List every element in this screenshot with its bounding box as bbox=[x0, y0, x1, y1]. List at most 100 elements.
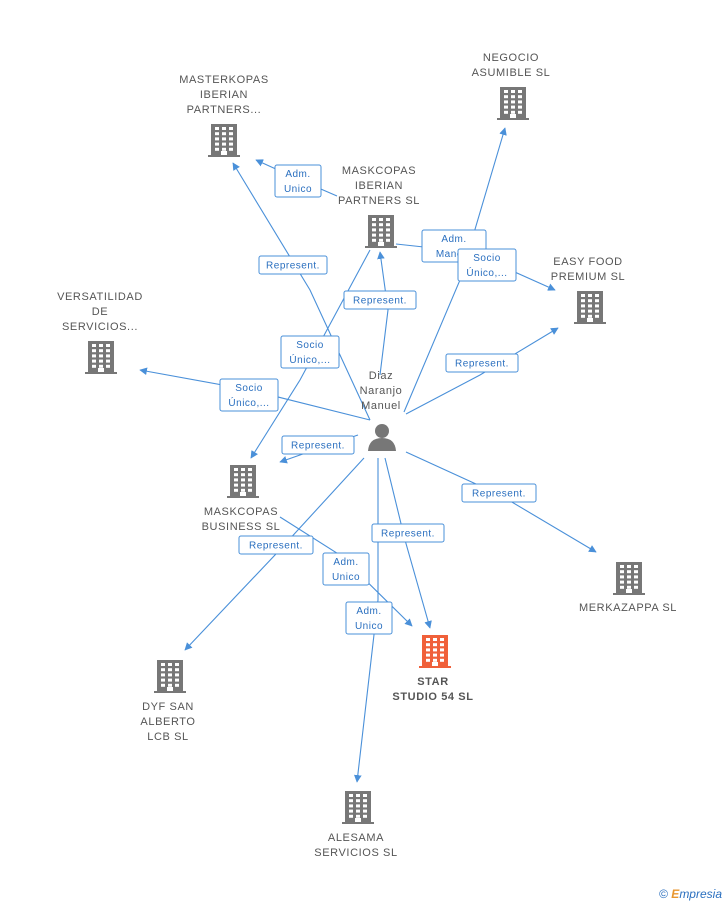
edge-label-rep-maskcopas-iberian[interactable]: Represent. bbox=[343, 290, 417, 310]
company-label-line: ALESAMA bbox=[328, 832, 384, 844]
footer-brand[interactable]: © Empresia bbox=[659, 887, 722, 901]
edge-line bbox=[405, 327, 559, 415]
edge-label-socio-easyfood[interactable]: SocioÚnico,... bbox=[457, 248, 517, 282]
company-label-line: MERKAZAPPA SL bbox=[579, 602, 677, 614]
building-icon[interactable] bbox=[154, 660, 186, 693]
nodes-layer: MASTERKOPAS IBERIAN PARTNERS... NEGOCIO ASUM… bbox=[57, 52, 677, 859]
edge-label-text: Adm. bbox=[285, 169, 310, 180]
edge-label-text: Socio bbox=[235, 383, 263, 394]
edge-label-text: Unico bbox=[284, 184, 312, 195]
edge-label-box bbox=[445, 353, 519, 373]
edge-label-rep-star[interactable]: Represent. bbox=[371, 523, 445, 543]
edge-line bbox=[377, 251, 389, 376]
edge-label-box bbox=[280, 335, 340, 369]
edge-line bbox=[232, 162, 371, 421]
building-icon[interactable] bbox=[497, 87, 529, 120]
edge-label-box bbox=[238, 535, 314, 555]
building-icon[interactable] bbox=[208, 124, 240, 157]
edge-label-text: Socio bbox=[473, 253, 501, 264]
edge-label-socio-versatilidad[interactable]: SocioÚnico,... bbox=[219, 378, 279, 412]
edge-label-box bbox=[219, 378, 279, 412]
edge-label-text: Represent. bbox=[381, 529, 435, 540]
building-icon[interactable] bbox=[613, 562, 645, 595]
edge-label-text: Represent. bbox=[291, 441, 345, 452]
building-icon[interactable] bbox=[85, 341, 117, 374]
edge-label-text: Represent. bbox=[249, 541, 303, 552]
edge-labels-layer: Adm.UnicoRepresent.Adm.Manc...SocioÚnico… bbox=[219, 164, 537, 635]
edge-label-box bbox=[461, 483, 537, 503]
edge-label-text: Único,... bbox=[466, 266, 507, 279]
edge-label-box bbox=[281, 435, 355, 455]
copyright-symbol: © bbox=[659, 887, 668, 901]
edge-label-adm-star-2[interactable]: Adm. Unico bbox=[345, 601, 393, 635]
building-icon[interactable] bbox=[227, 465, 259, 498]
edge-label-text: Represent. bbox=[353, 296, 407, 307]
company-label-line: IBERIAN bbox=[200, 89, 248, 101]
company-label[interactable]: ALESAMA SERVICIOS SL bbox=[314, 832, 397, 859]
building-icon[interactable] bbox=[365, 215, 397, 248]
building-icon[interactable] bbox=[419, 635, 451, 668]
person-name-line: Manuel bbox=[361, 400, 401, 412]
edge-label-text: Unico bbox=[332, 572, 360, 583]
edge-label-text: Represent. bbox=[266, 261, 320, 272]
company-label[interactable]: VERSATILIDAD DE SERVICIOS... bbox=[57, 291, 143, 333]
person-name-line: Naranjo bbox=[360, 385, 403, 397]
building-icon[interactable] bbox=[342, 791, 374, 824]
company-label-line: ALBERTO bbox=[140, 716, 195, 728]
company-label[interactable]: NEGOCIO ASUMIBLE SL bbox=[472, 52, 551, 79]
company-label[interactable]: MASKCOPAS IBERIAN PARTNERS SL bbox=[338, 165, 420, 207]
edge-label-text: Represent. bbox=[472, 489, 526, 500]
edge-label-box bbox=[345, 601, 393, 635]
company-label-line: MASKCOPAS bbox=[342, 165, 416, 177]
company-label-line: MASTERKOPAS bbox=[179, 74, 269, 86]
edge-label-text: Represent. bbox=[455, 359, 509, 370]
edge-label-text: Único,... bbox=[289, 353, 330, 366]
building-icon[interactable] bbox=[574, 291, 606, 324]
company-label-line: STAR bbox=[417, 676, 449, 688]
company-label-line: VERSATILIDAD bbox=[57, 291, 143, 303]
person-icon[interactable] bbox=[368, 424, 396, 451]
edge-line bbox=[184, 457, 365, 651]
company-label-line: SERVICIOS SL bbox=[314, 847, 397, 859]
edge-label-rep-merkazappa[interactable]: Represent. bbox=[461, 483, 537, 503]
edge-label-box bbox=[457, 248, 517, 282]
company-label-line: DYF SAN bbox=[142, 701, 194, 713]
edge-label-box bbox=[274, 164, 322, 198]
edge-label-adm-star-1[interactable]: Adm. Unico bbox=[322, 552, 370, 586]
edge-label-rep-masterkopas[interactable]: Represent. bbox=[258, 255, 328, 275]
company-label-line: DE bbox=[92, 306, 108, 318]
company-label-line: LCB SL bbox=[147, 731, 189, 743]
company-label-line: SERVICIOS... bbox=[62, 321, 138, 333]
company-label-line: BUSINESS SL bbox=[202, 521, 281, 533]
company-label-line: EASY FOOD bbox=[553, 256, 622, 268]
edge-label-box bbox=[258, 255, 328, 275]
edge-label-rep-easyfood[interactable]: Represent. bbox=[445, 353, 519, 373]
edge-label-text: Adm. bbox=[356, 606, 381, 617]
company-label-line: PARTNERS... bbox=[187, 104, 262, 116]
edge-label-socio-business[interactable]: SocioÚnico,... bbox=[280, 335, 340, 369]
edge-label-rep-business[interactable]: Represent. bbox=[281, 435, 355, 455]
edge-label-text: Adm. bbox=[333, 557, 358, 568]
company-label-line: NEGOCIO bbox=[483, 52, 539, 64]
brand-name: mpresia bbox=[679, 887, 722, 901]
company-label-line: STUDIO 54 SL bbox=[392, 691, 473, 703]
brand-initial: E bbox=[671, 887, 680, 901]
company-label[interactable]: MERKAZAPPA SL bbox=[579, 602, 677, 614]
edge-label-text: Manc... bbox=[436, 249, 472, 260]
company-label[interactable]: DYF SAN ALBERTO LCB SL bbox=[140, 701, 195, 743]
edge-label-text: Unico bbox=[355, 621, 383, 632]
edge-label-box bbox=[343, 290, 417, 310]
company-label-line: IBERIAN bbox=[355, 180, 403, 192]
company-label[interactable]: MASTERKOPAS IBERIAN PARTNERS... bbox=[179, 74, 269, 116]
company-label-line: PARTNERS SL bbox=[338, 195, 420, 207]
edge-label-adm-masterkopas[interactable]: Adm. Unico bbox=[274, 164, 322, 198]
edge-label-text: Socio bbox=[296, 340, 324, 351]
company-label[interactable]: STAR STUDIO 54 SL bbox=[392, 676, 473, 703]
edge-label-rep-dyf[interactable]: Represent. bbox=[238, 535, 314, 555]
edge-label-text: Adm. bbox=[441, 234, 466, 245]
company-label-line: ASUMIBLE SL bbox=[472, 67, 551, 79]
